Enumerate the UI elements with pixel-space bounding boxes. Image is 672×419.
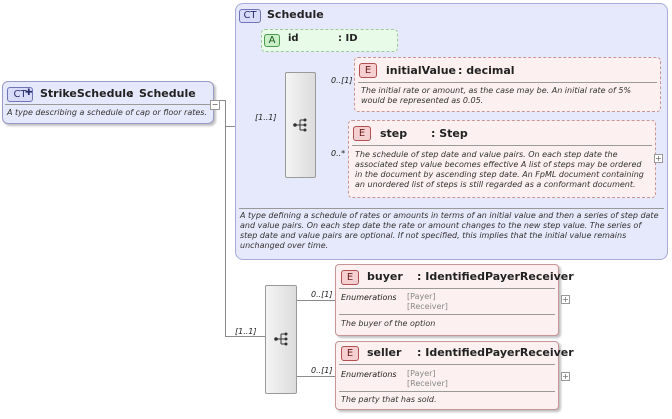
initial-value-name: initialValue [386,64,456,77]
expand-icon[interactable]: + [654,154,663,163]
step-multiplicity: 0..* [331,149,346,158]
seller-name: seller [367,346,402,359]
step-name: step [380,127,408,140]
connector-line [295,300,335,301]
seller-enum-label: Enumerations [341,370,397,379]
outer-sequence-multiplicity: [1..1] [235,327,257,336]
seller-enum-value: [Receiver] [407,379,448,388]
connector-line [225,336,265,337]
title-colon: : [129,87,134,100]
schedule-title: Schedule [267,8,324,21]
buyer-name: buyer [367,270,403,283]
sequence-compositor[interactable] [285,72,316,178]
collapse-icon[interactable]: − [210,100,220,110]
step-element[interactable]: E step : Step The schedule of step date … [348,120,656,198]
step-description: The schedule of step date and value pair… [355,150,644,189]
plus-icon: ✚ [25,88,33,98]
strike-schedule-title: StrikeSchedule [40,87,134,100]
separator [239,208,664,209]
element-badge: E [359,63,377,78]
separator [339,391,555,392]
complex-type-badge: CT [239,9,261,23]
seller-type: : IdentifiedPayerReceiver [417,346,574,359]
initial-value-description: The initial rate or amount, as the case … [361,86,632,105]
complex-type-badge: CT [7,87,33,102]
buyer-type: : IdentifiedPayerReceiver [417,270,574,283]
separator [358,82,657,83]
step-type: : Step [431,127,468,140]
strike-schedule-type: Schedule [139,87,196,100]
initial-value-multiplicity: 0..[1] [331,76,353,85]
seller-description: The party that has sold. [341,395,437,404]
sequence-icon [293,118,307,132]
expand-icon[interactable]: + [561,372,570,381]
id-attribute[interactable]: A id : ID [261,29,398,52]
sequence-compositor[interactable] [265,285,297,394]
initial-value-element[interactable]: E initialValue : decimal The initial rat… [354,57,661,112]
element-badge: E [353,126,371,141]
buyer-enum-value: [Receiver] [407,302,448,311]
connector-line [295,376,335,377]
seller-element[interactable]: E seller : IdentifiedPayerReceiver Enume… [335,341,574,410]
schedule-sequence-multiplicity: [1..1] [255,113,277,122]
expand-icon[interactable]: + [561,295,570,304]
separator [352,145,652,146]
id-attribute-name: id [288,33,299,44]
buyer-enum-value: [Payer] [407,292,436,301]
separator [339,314,555,315]
buyer-multiplicity: 0..[1] [311,290,333,299]
element-badge: E [341,270,359,285]
sequence-icon [274,332,288,346]
connector-line [225,100,226,336]
id-attribute-type: : ID [338,33,358,44]
seller-enum-value: [Payer] [407,369,436,378]
separator [5,104,211,105]
separator [339,288,555,289]
buyer-element[interactable]: E buyer : IdentifiedPayerReceiver Enumer… [335,264,574,336]
buyer-description: The buyer of the option [341,319,436,328]
attribute-badge: A [264,34,280,47]
strike-schedule-box[interactable]: CT ✚ StrikeSchedule : Schedule A type de… [2,81,220,124]
seller-multiplicity: 0..[1] [311,366,333,375]
element-badge: E [341,346,359,361]
separator [339,364,555,365]
strike-schedule-description: A type describing a schedule of cap or f… [7,108,207,117]
schedule-description: A type defining a schedule of rates or a… [240,211,659,250]
buyer-enum-label: Enumerations [341,293,397,302]
initial-value-type: : decimal [458,64,515,77]
